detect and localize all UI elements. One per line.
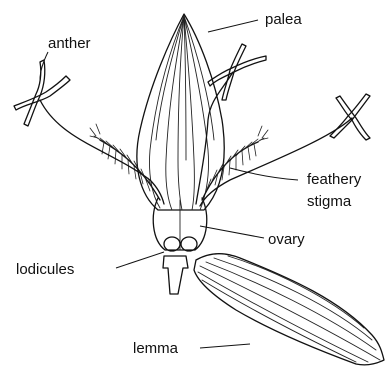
- anther-left: [14, 60, 70, 126]
- label-palea: palea: [265, 11, 302, 28]
- feathery-stigma-right: [202, 126, 268, 200]
- label-lemma: lemma: [133, 340, 179, 357]
- filaments: [40, 72, 352, 206]
- anther-right: [330, 94, 370, 140]
- rachilla-stalk: [163, 256, 188, 294]
- label-feathery: feathery: [307, 171, 362, 188]
- label-anther: anther: [48, 35, 91, 52]
- lemma: [194, 254, 384, 365]
- label-lodicules: lodicules: [16, 261, 74, 278]
- label-stigma: stigma: [307, 193, 352, 210]
- lodicules: [164, 237, 197, 251]
- label-ovary: ovary: [268, 231, 305, 248]
- anther-center: [208, 44, 266, 100]
